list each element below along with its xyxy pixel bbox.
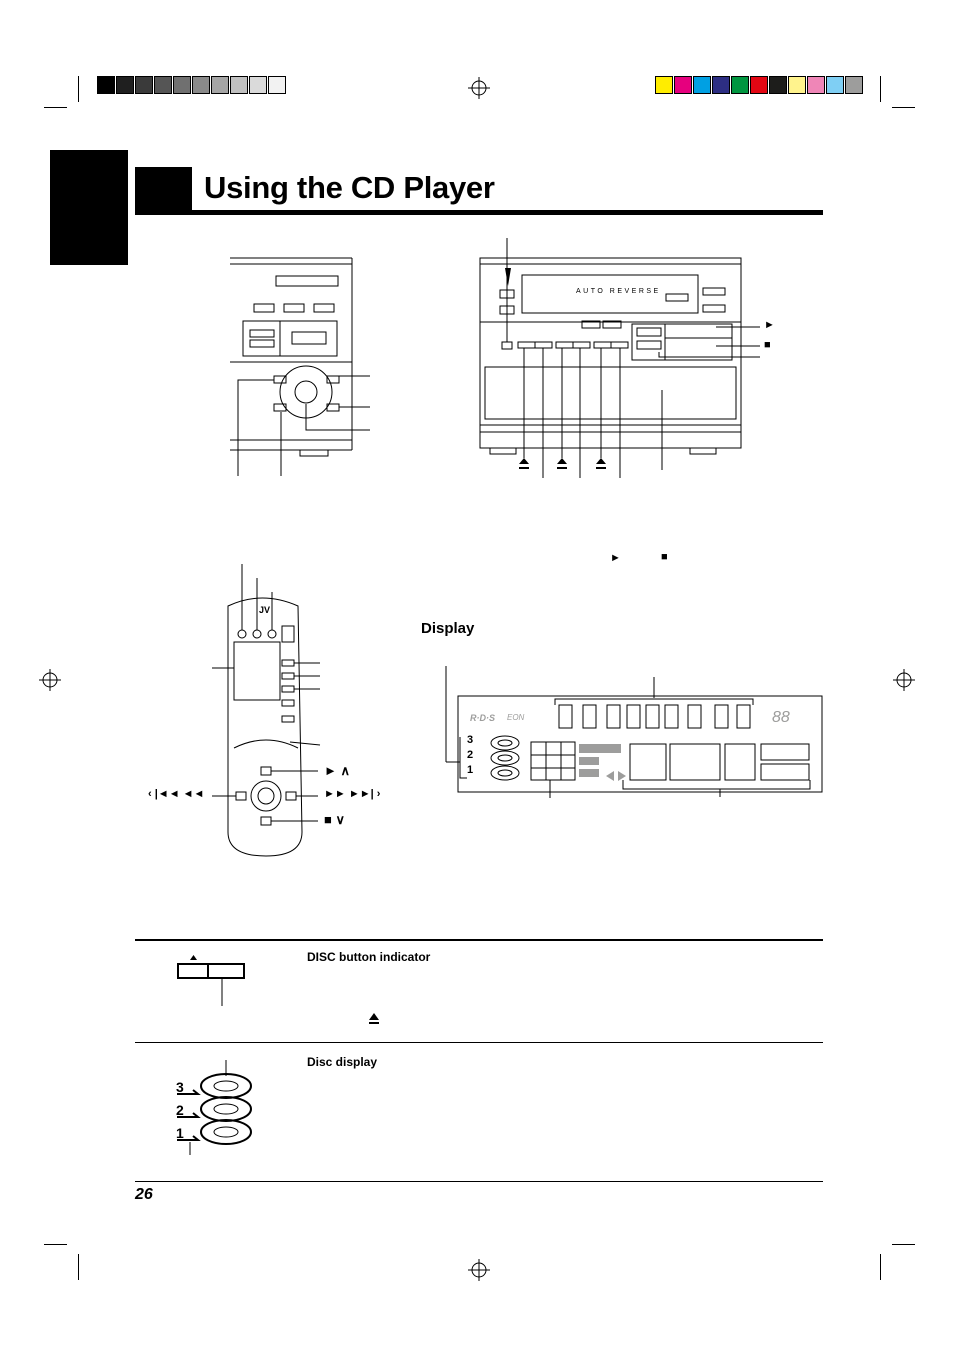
unit-side-view <box>230 257 353 457</box>
remote-left-chevron: ‹ <box>148 788 152 800</box>
display-disc-1: 1 <box>467 764 474 776</box>
remote-stop-glyph: ■ <box>324 812 332 827</box>
display-eon: EON <box>507 713 525 722</box>
display-disc-2: 2 <box>467 749 474 761</box>
color-swatch <box>750 76 768 94</box>
gray-swatch <box>116 76 134 94</box>
color-swatch <box>712 76 730 94</box>
remote-play-glyph: ► <box>324 763 337 778</box>
display-panel <box>457 695 823 793</box>
gray-swatch <box>268 76 286 94</box>
color-swatch <box>731 76 749 94</box>
remote-down-label: ■ ∨ <box>324 812 345 828</box>
remote-left-label: ‹ |◄◄ ◄◄ <box>148 788 204 800</box>
page-title: Using the CD Player <box>204 170 495 205</box>
display-indicators <box>530 741 810 781</box>
rule-bottom <box>135 1181 823 1182</box>
unit-front-view <box>479 257 742 455</box>
gray-swatch <box>249 76 267 94</box>
unit-side-callouts <box>237 375 370 476</box>
remote-right-chevron: › <box>376 788 381 800</box>
gray-swatch <box>173 76 191 94</box>
color-swatch <box>674 76 692 94</box>
rule-top <box>135 939 823 941</box>
remote-up-label: ► ∧ <box>324 763 350 779</box>
display-disc-icons <box>490 735 520 781</box>
remote-right-label: ►► ►►| › <box>324 788 380 800</box>
bottom-disc-1: 1 <box>176 1125 184 1141</box>
gray-swatch <box>97 76 115 94</box>
gray-swatch <box>154 76 172 94</box>
color-swatch <box>845 76 863 94</box>
side-tab <box>50 150 128 265</box>
remote-brand: JV <box>259 605 271 615</box>
display-segments <box>558 704 751 729</box>
page-number: 26 <box>135 1186 153 1203</box>
gray-swatch <box>230 76 248 94</box>
display-disc-3: 3 <box>467 734 474 746</box>
remote-down-chevron: ∨ <box>335 812 345 827</box>
display-rds: R·D·S <box>470 713 495 723</box>
unit-front-callouts <box>506 238 760 478</box>
color-swatch <box>693 76 711 94</box>
color-swatch <box>826 76 844 94</box>
display-callouts <box>445 666 811 798</box>
bottom-disc-3: 3 <box>176 1079 184 1095</box>
tape-window-text: AUTO REVERSE <box>576 288 661 295</box>
title-underline <box>135 210 823 215</box>
title-block <box>135 167 192 214</box>
bottom-disc-2: 2 <box>176 1102 184 1118</box>
front-stop-label: ■ <box>764 339 771 351</box>
rule-middle <box>135 1042 823 1043</box>
mid-play-label: ► <box>610 552 621 564</box>
remote-callouts <box>212 564 321 822</box>
front-play-label: ► <box>764 319 775 331</box>
display-seg-88: 88 <box>772 709 790 726</box>
disc-button-illustration <box>177 955 379 1024</box>
color-swatch <box>807 76 825 94</box>
gray-swatch <box>192 76 210 94</box>
remote-up-chevron: ∧ <box>340 763 351 778</box>
bottom-disc-numbers: 3 2 1 <box>176 1076 184 1145</box>
gray-swatch <box>135 76 153 94</box>
remote-control <box>227 597 303 857</box>
disc-button-heading: DISC button indicator <box>307 950 431 964</box>
remote-prev-skip: |◄◄ ◄◄ <box>154 788 205 800</box>
disc-display-illustration <box>177 1060 252 1155</box>
display-heading: Display <box>421 620 475 637</box>
color-swatch <box>655 76 673 94</box>
color-swatch <box>788 76 806 94</box>
remote-next-skip: ►► ►►| <box>324 788 374 800</box>
mid-stop-label: ■ <box>661 551 668 563</box>
display-disc-numbers: 3 2 1 <box>467 733 473 778</box>
gray-swatch <box>211 76 229 94</box>
unit-front-eject-marks <box>519 458 606 469</box>
color-swatch <box>769 76 787 94</box>
disc-display-heading: Disc display <box>307 1055 378 1069</box>
